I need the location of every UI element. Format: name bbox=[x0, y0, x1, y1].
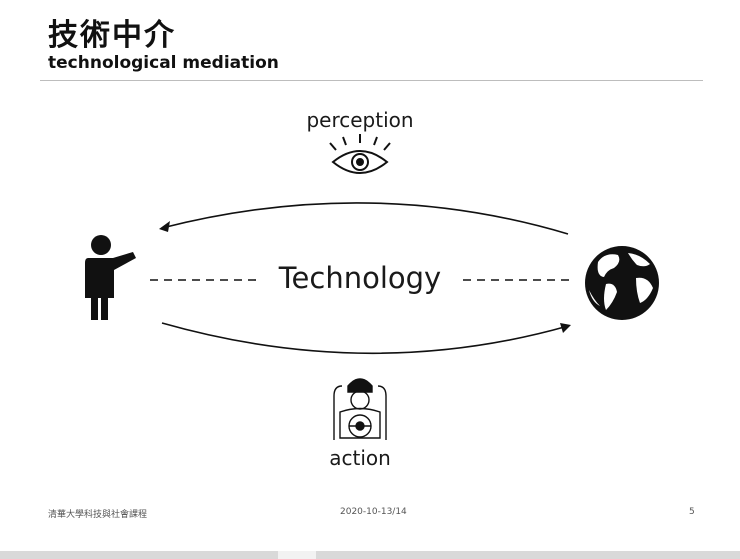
footer-course: 清華大學科技與社會課程 bbox=[48, 510, 148, 520]
footer-date: 2020-10-13/14 bbox=[340, 507, 407, 517]
action-label: action bbox=[329, 446, 391, 470]
person-pointing-icon bbox=[85, 235, 136, 320]
perception-arrow bbox=[159, 202, 569, 235]
perception-label: perception bbox=[306, 108, 413, 132]
eye-icon bbox=[329, 134, 391, 174]
slide-subtitle: technological mediation bbox=[48, 53, 279, 73]
footer-page-number: 5 bbox=[689, 507, 695, 517]
slide-title: 技術中介 bbox=[48, 18, 176, 53]
technology-label: Technology bbox=[278, 261, 441, 295]
presentation-scrollbar[interactable] bbox=[0, 551, 740, 559]
title-divider bbox=[40, 80, 703, 81]
scrollbar-thumb[interactable] bbox=[278, 551, 316, 559]
driver-steering-wheel-icon bbox=[333, 378, 387, 440]
action-arrow bbox=[161, 322, 571, 355]
globe-icon bbox=[585, 246, 659, 320]
